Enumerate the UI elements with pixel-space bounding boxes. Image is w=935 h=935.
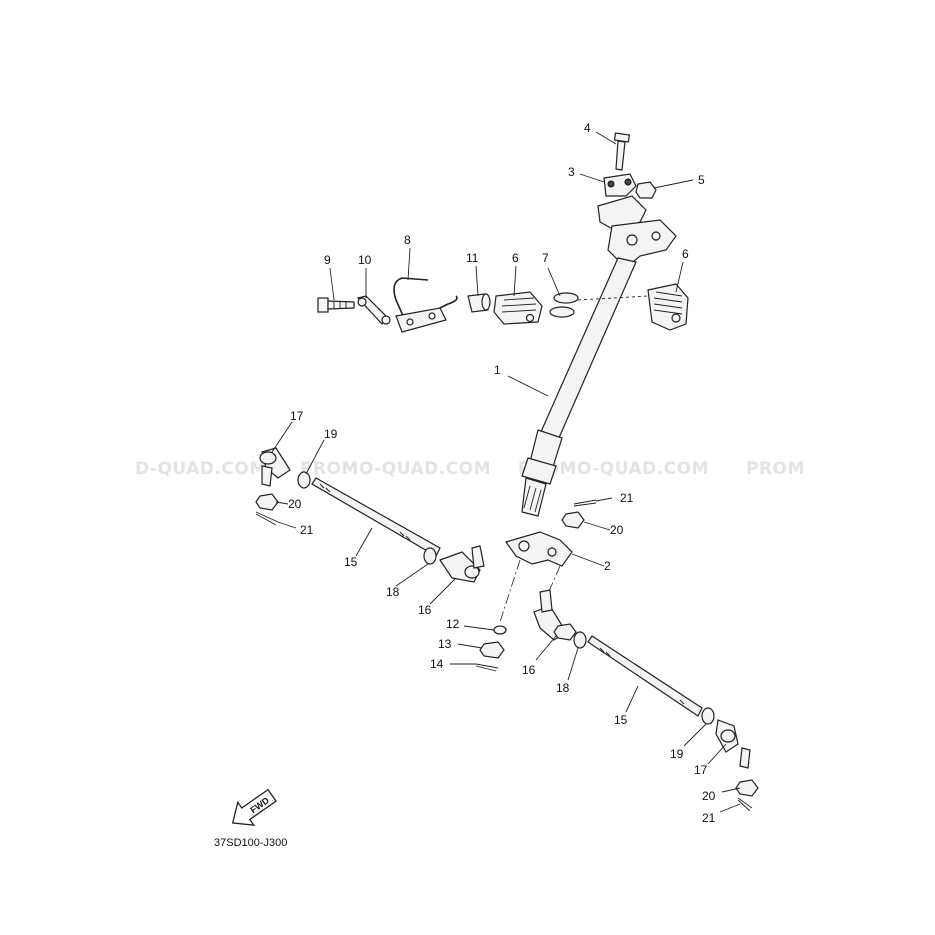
callout-21-right: 21 — [702, 811, 716, 825]
callout-14: 14 — [430, 657, 444, 671]
callout-9: 9 — [324, 253, 331, 267]
callout-19-right: 19 — [670, 747, 684, 761]
tie-rod-right — [533, 589, 751, 769]
cotter-pin-21-left — [255, 511, 279, 526]
nut-20-right — [735, 779, 759, 797]
bracket-bolt-hole — [626, 234, 638, 246]
callout-6-right: 6 — [682, 247, 689, 261]
callout-3: 3 — [568, 165, 575, 179]
column-collar — [521, 457, 557, 485]
watermark-1: D-QUAD.COM — [135, 459, 267, 479]
column-shaft — [539, 257, 637, 441]
callout-11: 11 — [466, 251, 479, 265]
watermark-3: PROMO-QUAD.COM — [518, 459, 709, 479]
ring-7-lower — [549, 306, 575, 318]
callout-20-right: 20 — [702, 789, 716, 803]
callout-21-center: 21 — [620, 491, 634, 505]
callout-21-left: 21 — [300, 523, 314, 537]
callout-12: 12 — [446, 617, 460, 631]
callout-18-left: 18 — [386, 585, 400, 599]
callout-13: 13 — [438, 637, 452, 651]
cotter-pin-21-center — [573, 499, 597, 507]
pitman-arm-2 — [505, 531, 573, 567]
callout-16-left: 16 — [418, 603, 432, 617]
callout-17-right: 17 — [694, 763, 708, 777]
callout-6-left: 6 — [512, 251, 519, 265]
callout-20-left: 20 — [288, 497, 302, 511]
callout-20-center: 20 — [610, 523, 624, 537]
tie-rod-left — [259, 447, 485, 583]
nut-13 — [479, 641, 505, 659]
callout-4: 4 — [584, 121, 591, 135]
callout-1: 1 — [494, 363, 501, 377]
nut-5 — [635, 181, 657, 199]
nut-20-center — [561, 511, 585, 529]
ring-7-upper — [553, 292, 579, 304]
callout-16-right: 16 — [522, 663, 536, 677]
washer-12 — [493, 625, 507, 635]
callout-8: 8 — [404, 233, 411, 247]
callout-15-left: 15 — [344, 555, 358, 569]
bolt-9 — [317, 297, 355, 313]
callout-17-left: 17 — [290, 409, 304, 423]
column-bracket — [607, 219, 677, 269]
bolt-4 — [613, 132, 631, 171]
watermark-2: PROMO-QUAD.COM — [300, 459, 491, 479]
callout-10: 10 — [358, 253, 372, 267]
nut-20-left — [255, 493, 279, 511]
collar-11 — [467, 293, 491, 313]
cotter-pin-14 — [475, 663, 499, 672]
callout-7: 7 — [542, 251, 549, 265]
cotter-pin-21-right — [737, 797, 753, 812]
callout-labels: 4 3 5 6 7 6 11 8 10 9 1 17 19 20 21 15 1… — [288, 121, 716, 825]
callout-18-right: 18 — [556, 681, 570, 695]
leader-lines — [271, 131, 741, 813]
steering-column — [521, 195, 677, 517]
callout-19-left: 19 — [324, 427, 338, 441]
watermark-row: D-QUAD.COM PROMO-QUAD.COM PROMO-QUAD.COM… — [135, 459, 805, 479]
holder-block-6-right — [647, 283, 689, 331]
bracket-bolt-hole — [651, 231, 661, 241]
diagram-code: 37SD100-J300 — [214, 837, 287, 849]
fwd-arrow-icon: FWD — [231, 788, 277, 827]
callout-5: 5 — [698, 173, 705, 187]
holder-block-6-left — [493, 291, 543, 325]
watermark-4: PROM — [746, 459, 805, 479]
callout-2: 2 — [604, 559, 611, 573]
callout-15-right: 15 — [614, 713, 628, 727]
